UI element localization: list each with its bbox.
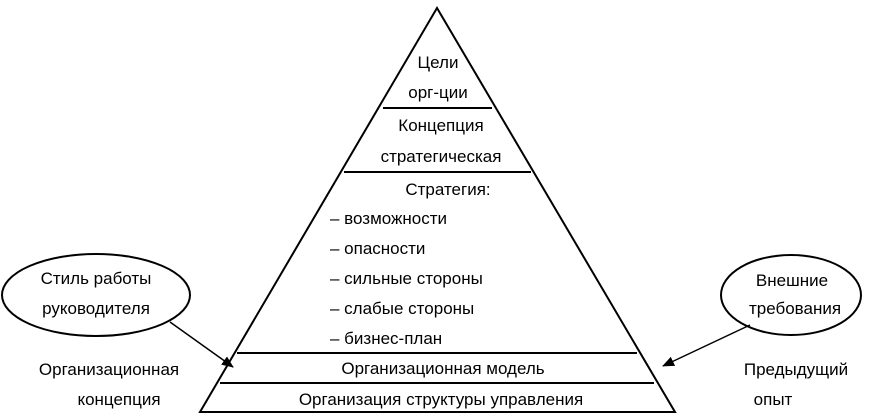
- right-caption: Предыдущий: [743, 360, 849, 379]
- left-caption: Организационная: [38, 360, 180, 379]
- right-caption-line2: опыт: [753, 390, 793, 409]
- left-bubble-label-line2: руководителя: [42, 299, 150, 318]
- goals-label: Цели: [417, 53, 459, 72]
- goals-label-line2: орг-ции: [408, 83, 468, 102]
- strategy-item: – сильные стороны: [330, 269, 483, 288]
- left-bubble-label: Стиль работы: [40, 269, 152, 288]
- strategy-item: – слабые стороны: [330, 299, 475, 318]
- right-bubble-label: Внешние: [755, 271, 829, 290]
- left-bubble-shape: [1, 253, 191, 337]
- strategy-item: – опасности: [330, 239, 426, 258]
- strategy-item: – возможности: [330, 209, 448, 228]
- right-arrow: [662, 324, 751, 367]
- org-structure-label: Организация структуры управления: [298, 390, 584, 409]
- right-bubble-label-line2: требования: [748, 299, 842, 318]
- left-arrow: [169, 321, 234, 368]
- concept-label-line2: стратегическая: [380, 147, 502, 166]
- strategy-item: – бизнес-план: [330, 329, 443, 348]
- strategy-title: Стратегия:: [405, 180, 491, 199]
- concept-label: Концепция: [398, 116, 484, 135]
- org-model-label: Организационная модель: [341, 359, 545, 378]
- left-caption-line2: концепция: [77, 390, 161, 409]
- right-bubble-shape: [720, 254, 862, 336]
- pyramid-outline: [198, 6, 677, 413]
